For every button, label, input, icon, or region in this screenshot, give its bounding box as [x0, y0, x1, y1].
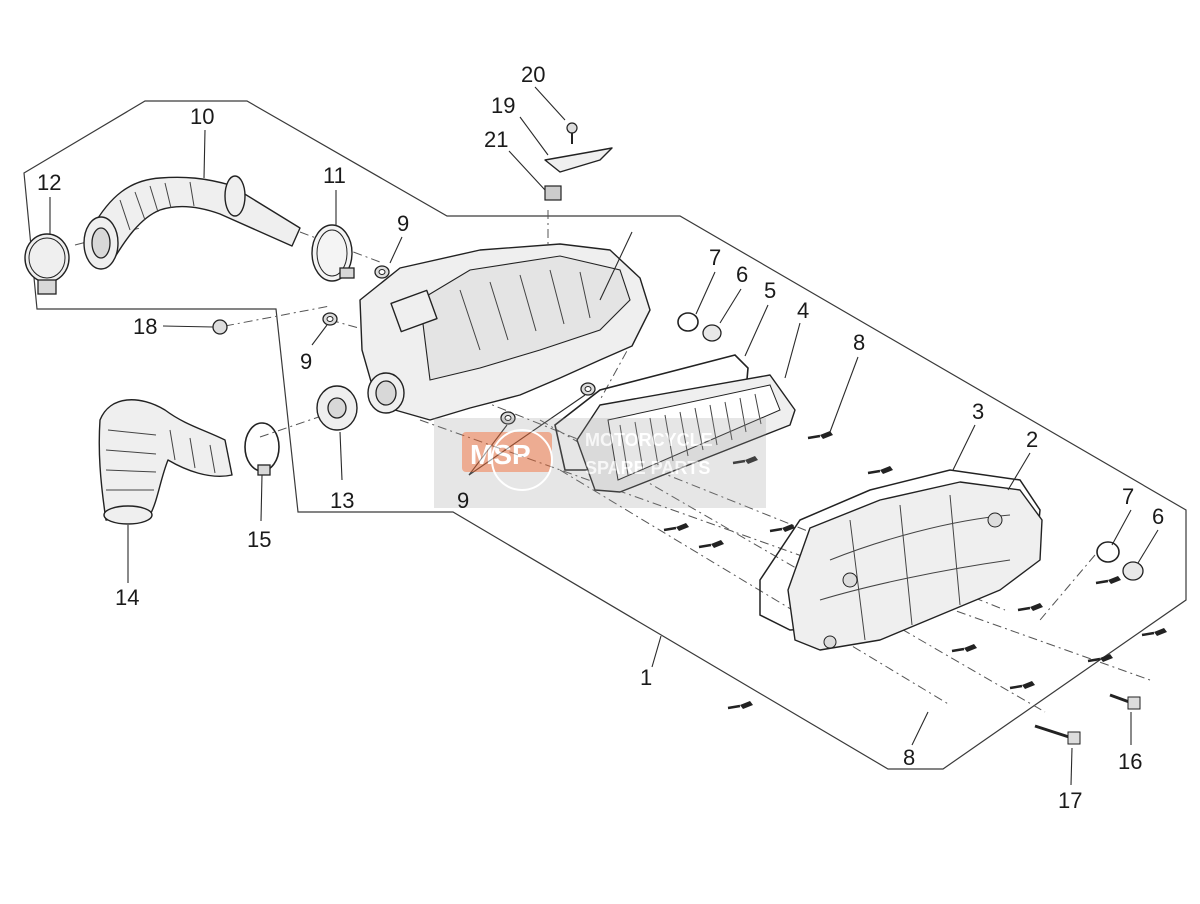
callout-14: 14: [115, 585, 139, 610]
callout-9c: 9: [457, 488, 469, 513]
callout-4: 4: [797, 298, 809, 323]
callout-16: 16: [1118, 749, 1142, 774]
callout-9a: 9: [397, 211, 409, 236]
plug-part-6b[interactable]: [1122, 561, 1144, 581]
clamp-part-7b[interactable]: [1096, 541, 1120, 563]
air-box-housing-part-1[interactable]: [359, 243, 651, 421]
callout-12: 12: [37, 170, 61, 195]
callout-8a: 8: [853, 330, 865, 355]
assembly-boundary: [23, 100, 1187, 770]
clamp-part-7a[interactable]: [677, 312, 699, 332]
globe-icon: [491, 429, 553, 491]
callout-13: 13: [330, 488, 354, 513]
callout-10: 10: [190, 104, 214, 129]
grommet-part-13[interactable]: [316, 385, 358, 431]
washer-part-9a[interactable]: [374, 265, 390, 279]
callout-8b: 8: [903, 745, 915, 770]
callout-6a: 6: [736, 262, 748, 287]
watermark-logo-badge: [462, 432, 552, 472]
plug-part-6a[interactable]: [702, 324, 722, 342]
intake-duct-part-14[interactable]: [98, 399, 233, 525]
callout-21: 21: [484, 127, 508, 152]
callout-9b: 9: [300, 349, 312, 374]
callout-7a: 7: [709, 245, 721, 270]
callout-11: 11: [323, 163, 346, 188]
callout-20: 20: [521, 62, 545, 87]
filter-element-part-4[interactable]: [576, 374, 796, 493]
callout-6b: 6: [1152, 504, 1164, 529]
watermark-logo-text: MSP: [470, 439, 531, 470]
washer-part-9d[interactable]: [580, 382, 596, 396]
callout-18: 18: [133, 314, 157, 339]
intake-duct-part-10[interactable]: [83, 175, 301, 270]
clip-part-21[interactable]: [544, 185, 562, 201]
callout-15: 15: [247, 527, 271, 552]
callout-5: 5: [764, 278, 776, 303]
callout-3: 3: [972, 399, 984, 424]
callout-7b: 7: [1122, 484, 1134, 509]
bolt-part-16[interactable]: [1109, 693, 1141, 710]
bracket-part-19[interactable]: [544, 147, 613, 173]
callout-2: 2: [1026, 427, 1038, 452]
watermark: MSP MOTORCYCLE SPARE PARTS: [434, 418, 766, 508]
hose-clamp-part-15[interactable]: [244, 422, 280, 476]
watermark-line1: MOTORCYCLE: [585, 430, 713, 450]
nut-part-18[interactable]: [212, 319, 228, 335]
callout-17: 17: [1058, 788, 1082, 813]
hose-clamp-part-11[interactable]: [311, 224, 355, 282]
hose-clamp-part-12[interactable]: [24, 233, 70, 295]
bolt-part-17[interactable]: [1034, 724, 1081, 745]
callout-1: 1: [640, 665, 652, 690]
callout-numbers: 20 19 21 10 12 11 9 18 9 7 6 5 4 8 3 2 7…: [37, 62, 1164, 813]
washer-part-9b[interactable]: [322, 312, 338, 326]
air-box-cover-part-2[interactable]: [787, 481, 1043, 651]
screw-part-20[interactable]: [566, 122, 578, 144]
watermark-line2: SPARE PARTS: [585, 458, 710, 478]
callout-19: 19: [491, 93, 515, 118]
